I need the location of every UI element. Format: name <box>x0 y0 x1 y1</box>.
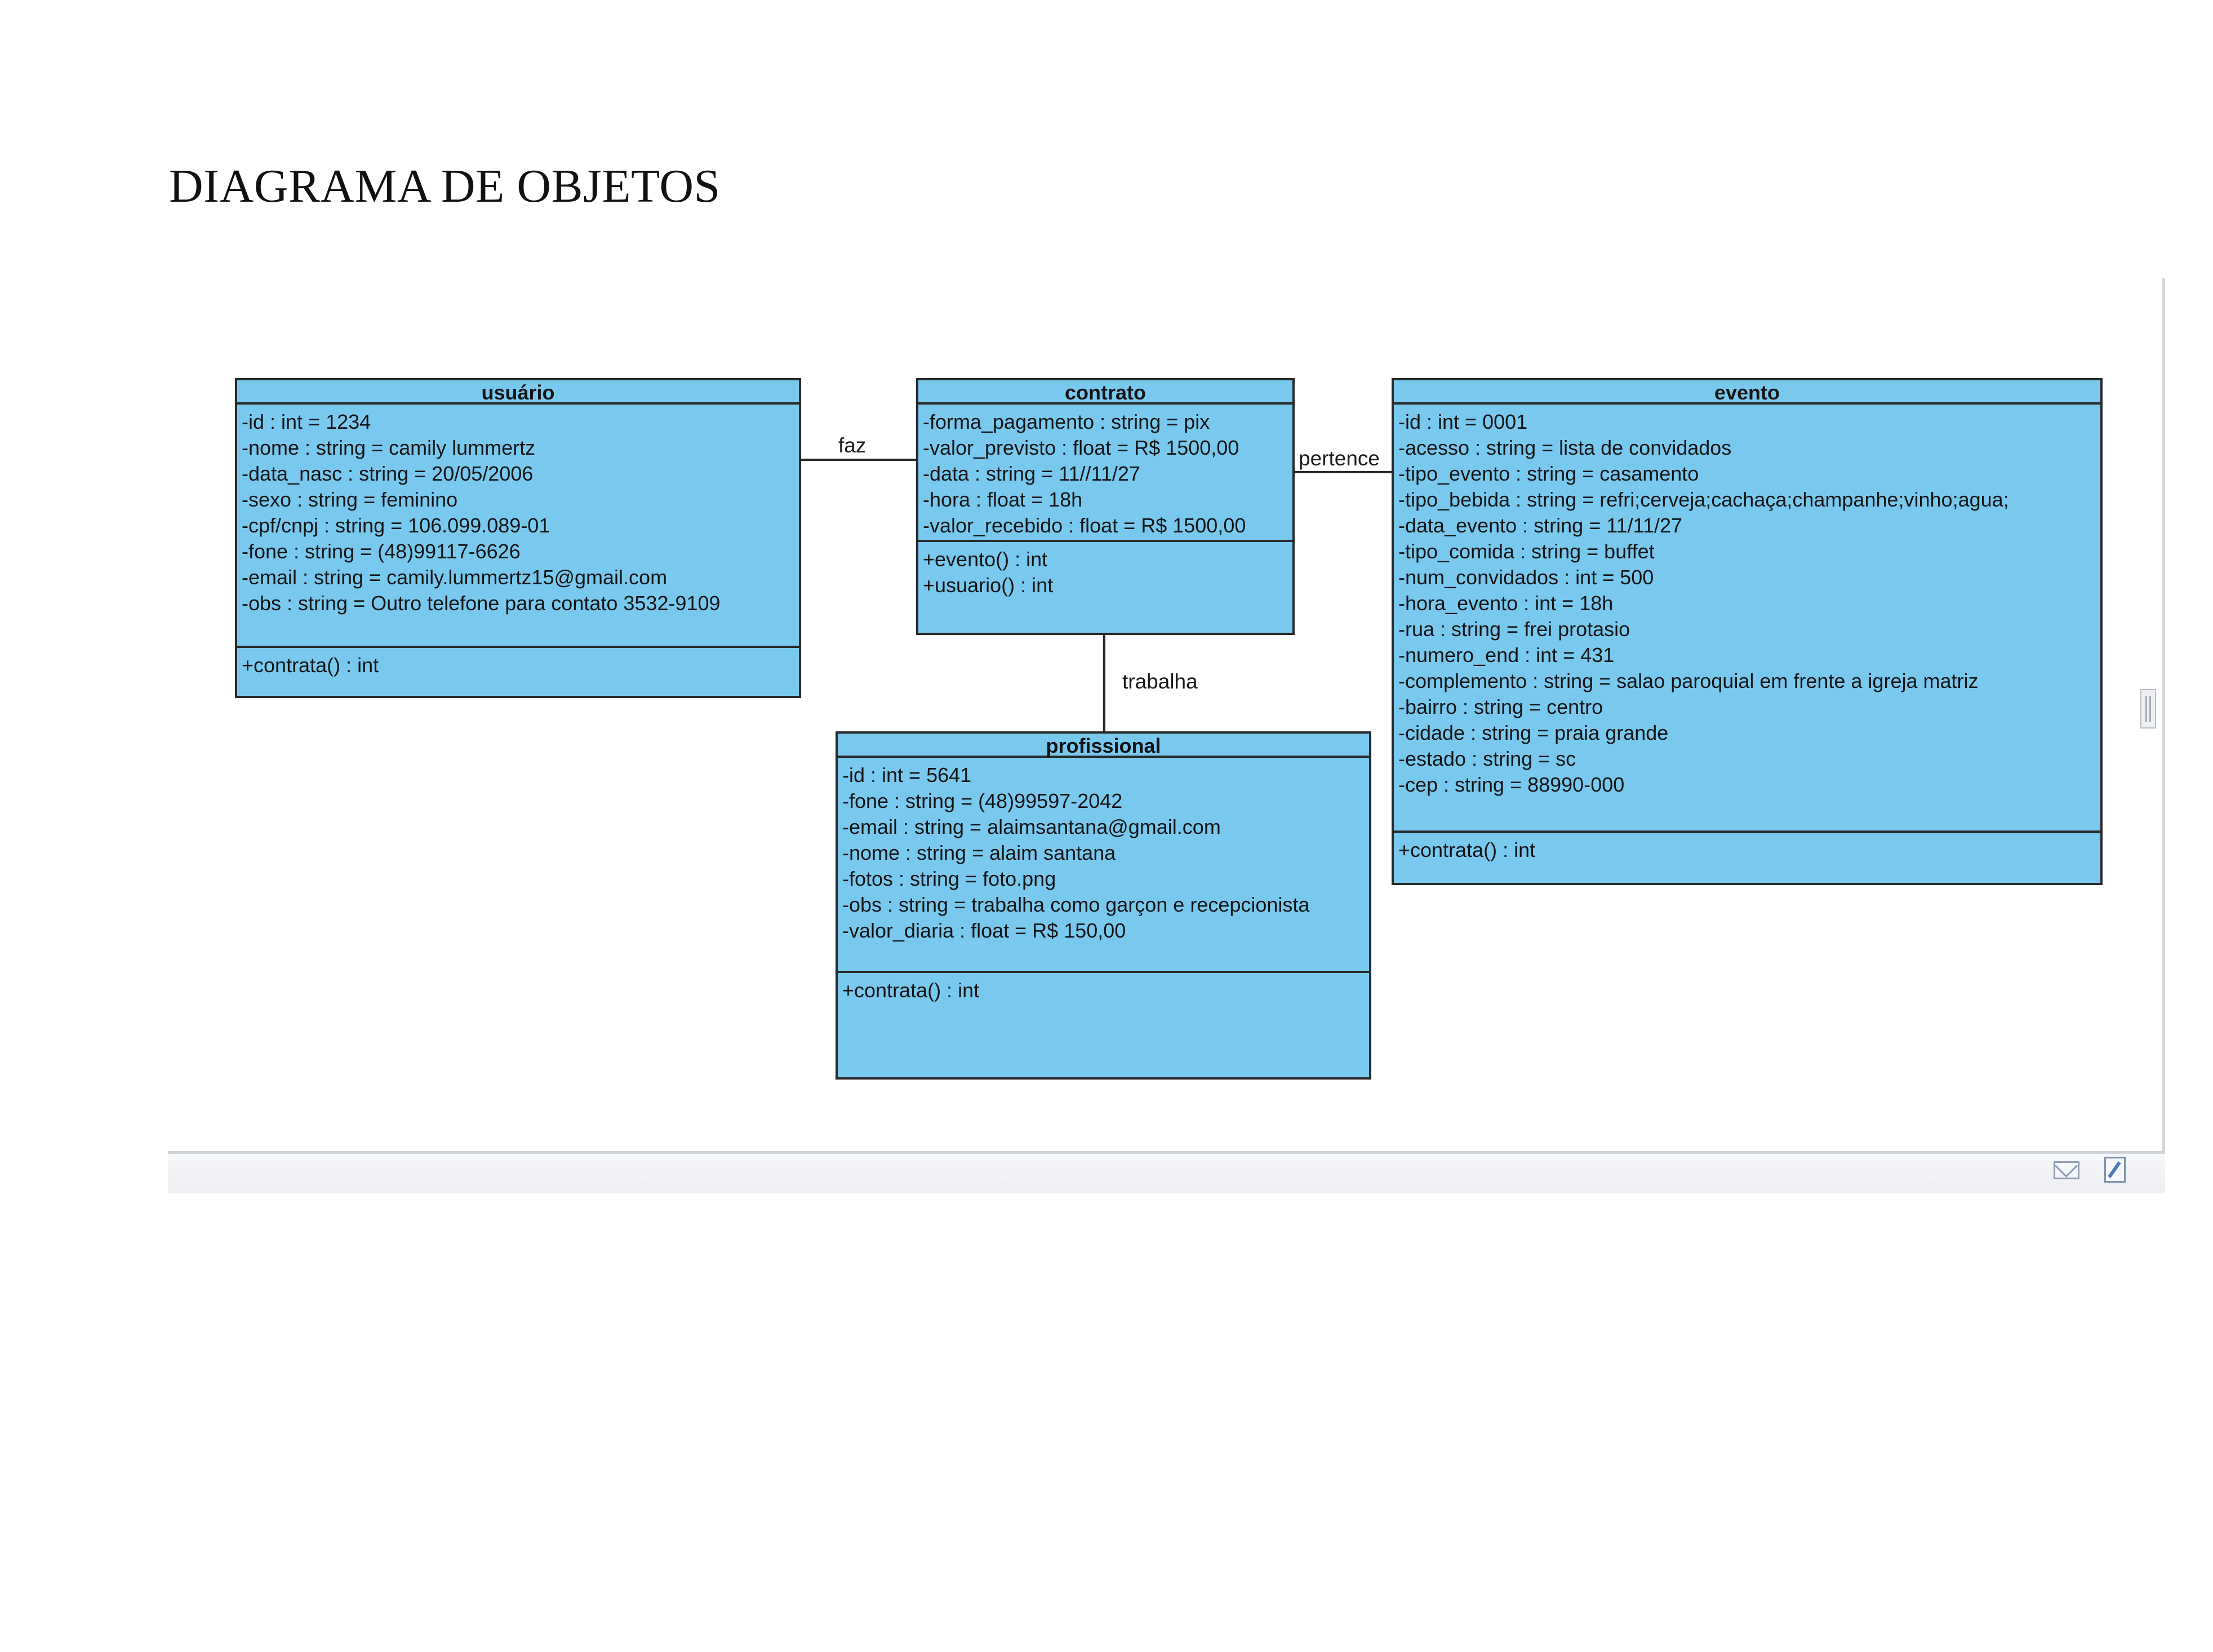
attribute: -cpf/cnpj : string = 106.099.089-01 <box>242 514 550 537</box>
operation: +contrata() : int <box>1398 838 1536 861</box>
scrollbar-handle[interactable] <box>2140 689 2156 729</box>
class-usuario-operations: +contrata() : int <box>237 648 799 678</box>
attribute: -acesso : string = lista de convidados <box>1398 436 1732 459</box>
mail-icon[interactable] <box>2054 1161 2079 1179</box>
attribute: -hora_evento : int = 18h <box>1398 592 1614 615</box>
class-usuario-title: usuário <box>237 380 799 405</box>
attribute: -obs : string = trabalha como garçon e r… <box>842 893 1310 916</box>
attribute: -bairro : string = centro <box>1398 695 1603 718</box>
attribute: -valor_diaria : float = R$ 150,00 <box>842 919 1126 942</box>
attribute: -hora : float = 18h <box>923 488 1083 511</box>
attribute: -numero_end : int = 431 <box>1398 643 1615 667</box>
class-profissional-attributes: -id : int = 5641 -fone : string = (48)99… <box>838 758 1369 973</box>
canvas-right-border <box>2162 278 2165 1154</box>
class-profissional[interactable]: profissional -id : int = 5641 -fone : st… <box>836 731 1371 1080</box>
attribute: -sexo : string = feminino <box>242 488 458 511</box>
class-evento-title: evento <box>1394 380 2100 405</box>
class-evento[interactable]: evento -id : int = 0001 -acesso : string… <box>1392 378 2103 885</box>
attribute: -complemento : string = salao paroquial … <box>1398 669 1979 692</box>
association-label-trabalha: trabalha <box>1122 670 1198 693</box>
attribute: -estado : string = sc <box>1398 747 1576 770</box>
association-label-faz: faz <box>838 434 866 457</box>
class-contrato-attributes: -forma_pagamento : string = pix -valor_p… <box>918 405 1292 542</box>
attribute: -id : int = 1234 <box>242 410 371 433</box>
canvas-bottom-border <box>168 1151 2165 1154</box>
attribute: -fotos : string = foto.png <box>842 867 1056 890</box>
attribute: -forma_pagamento : string = pix <box>923 410 1210 433</box>
attribute: -email : string = camily.lummertz15@gmai… <box>242 566 668 589</box>
attribute: -obs : string = Outro telefone para cont… <box>242 592 721 615</box>
attribute: -cep : string = 88990-000 <box>1398 773 1625 796</box>
operation: +usuario() : int <box>923 574 1054 597</box>
class-contrato-operations: +evento() : int +usuario() : int <box>918 542 1292 598</box>
attribute: -valor_recebido : float = R$ 1500,00 <box>923 514 1246 537</box>
attribute: -num_convidados : int = 500 <box>1398 566 1654 589</box>
class-usuario[interactable]: usuário -id : int = 1234 -nome : string … <box>235 378 801 698</box>
class-evento-operations: +contrata() : int <box>1394 833 2100 863</box>
attribute: -data_nasc : string = 20/05/2006 <box>242 462 534 485</box>
attribute: -valor_previsto : float = R$ 1500,00 <box>923 436 1239 459</box>
operation: +evento() : int <box>923 548 1048 571</box>
operation: +contrata() : int <box>242 654 379 677</box>
class-profissional-title: profissional <box>838 734 1369 758</box>
attribute: -data_evento : string = 11/11/27 <box>1398 514 1683 537</box>
class-evento-attributes: -id : int = 0001 -acesso : string = list… <box>1394 405 2100 833</box>
status-bar <box>168 1154 2165 1193</box>
class-profissional-operations: +contrata() : int <box>838 973 1369 1003</box>
attribute: -tipo_evento : string = casamento <box>1398 462 1699 485</box>
attribute: -cidade : string = praia grande <box>1398 721 1669 744</box>
attribute: -data : string = 11//11/27 <box>923 462 1140 485</box>
attribute: -id : int = 0001 <box>1398 410 1528 433</box>
association-line-pertence <box>1295 471 1392 473</box>
attribute: -email : string = alaimsantana@gmail.com <box>842 815 1221 838</box>
edit-icon[interactable] <box>2104 1157 2126 1183</box>
association-line-faz <box>801 459 916 461</box>
attribute: -nome : string = alaim santana <box>842 841 1116 864</box>
operation: +contrata() : int <box>842 979 980 1002</box>
attribute: -id : int = 5641 <box>842 763 972 787</box>
association-line-trabalha <box>1103 635 1105 732</box>
attribute: -fone : string = (48)99597-2042 <box>842 789 1123 812</box>
class-usuario-attributes: -id : int = 1234 -nome : string = camily… <box>237 405 799 648</box>
attribute: -rua : string = frei protasio <box>1398 618 1630 641</box>
page-title: DIAGRAMA DE OBJETOS <box>169 160 721 212</box>
attribute: -nome : string = camily lummertz <box>242 436 536 459</box>
attribute: -tipo_comida : string = buffet <box>1398 540 1655 563</box>
attribute: -fone : string = (48)99117-6626 <box>242 540 521 563</box>
association-label-pertence: pertence <box>1299 447 1380 470</box>
class-contrato-title: contrato <box>918 380 1292 405</box>
attribute: -tipo_bebida : string = refri;cerveja;ca… <box>1398 488 2009 511</box>
class-contrato[interactable]: contrato -forma_pagamento : string = pix… <box>916 378 1295 635</box>
